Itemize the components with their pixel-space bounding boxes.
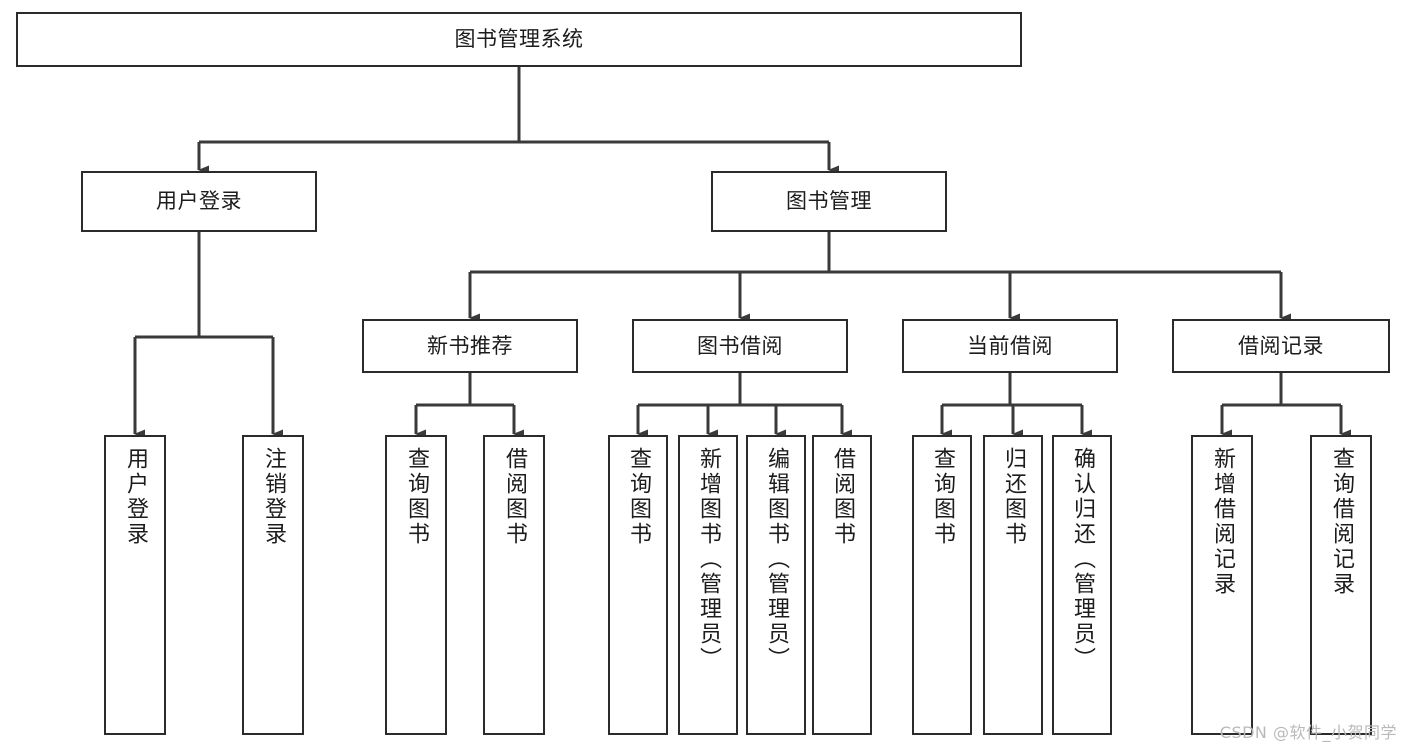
node-leaf-borrow-book-1[interactable]: 借阅图书 — [483, 435, 545, 735]
node-label-leaf-query-book-2: 查询图书 — [625, 447, 651, 547]
node-leaf-add-borrow-record[interactable]: 新增借阅记录 — [1191, 435, 1253, 735]
node-label-leaf-borrow-book-1: 借阅图书 — [501, 447, 527, 547]
node-label-user-login: 用户登录 — [156, 189, 242, 214]
node-label-book-manage: 图书管理 — [786, 189, 872, 214]
node-borrow-record[interactable]: 借阅记录 — [1172, 319, 1390, 373]
connector-group — [133, 67, 1351, 439]
node-root[interactable]: 图书管理系统 — [16, 12, 1022, 67]
node-label-new-book-recommend: 新书推荐 — [427, 333, 513, 358]
node-label-leaf-query-borrow-record: 查询借阅记录 — [1328, 447, 1354, 597]
node-label-leaf-borrow-book-2: 借阅图书 — [829, 447, 855, 547]
node-current-borrow[interactable]: 当前借阅 — [902, 319, 1118, 373]
node-leaf-query-book-2[interactable]: 查询图书 — [608, 435, 668, 735]
node-label-leaf-edit-book: 编辑图书（管理员） — [763, 447, 789, 672]
node-leaf-add-book[interactable]: 新增图书（管理员） — [678, 435, 738, 735]
node-leaf-return-book[interactable]: 归还图书 — [983, 435, 1043, 735]
node-leaf-edit-book[interactable]: 编辑图书（管理员） — [746, 435, 806, 735]
node-user-login[interactable]: 用户登录 — [81, 171, 317, 232]
node-leaf-user-login[interactable]: 用户登录 — [104, 435, 166, 735]
node-leaf-query-book-3[interactable]: 查询图书 — [912, 435, 972, 735]
node-label-leaf-add-borrow-record: 新增借阅记录 — [1209, 447, 1235, 597]
node-leaf-user-logout[interactable]: 注销登录 — [242, 435, 304, 735]
node-label-root: 图书管理系统 — [454, 27, 584, 52]
node-label-current-borrow: 当前借阅 — [967, 333, 1053, 358]
node-new-book-recommend[interactable]: 新书推荐 — [362, 319, 578, 373]
node-book-manage[interactable]: 图书管理 — [711, 171, 947, 232]
node-label-borrow-record: 借阅记录 — [1238, 333, 1324, 358]
node-label-leaf-user-login: 用户登录 — [122, 447, 148, 547]
node-label-leaf-query-book-1: 查询图书 — [403, 447, 429, 547]
node-leaf-query-book-1[interactable]: 查询图书 — [385, 435, 447, 735]
node-leaf-confirm-return[interactable]: 确认归还（管理员） — [1052, 435, 1112, 735]
node-book-borrow[interactable]: 图书借阅 — [632, 319, 848, 373]
node-leaf-query-borrow-record[interactable]: 查询借阅记录 — [1310, 435, 1372, 735]
node-label-leaf-confirm-return: 确认归还（管理员） — [1069, 447, 1095, 672]
node-label-leaf-user-logout: 注销登录 — [260, 447, 286, 547]
node-label-leaf-return-book: 归还图书 — [1000, 447, 1026, 547]
node-label-book-borrow: 图书借阅 — [697, 333, 783, 358]
node-label-leaf-add-book: 新增图书（管理员） — [695, 447, 721, 672]
node-leaf-borrow-book-2[interactable]: 借阅图书 — [812, 435, 872, 735]
node-label-leaf-query-book-3: 查询图书 — [929, 447, 955, 547]
